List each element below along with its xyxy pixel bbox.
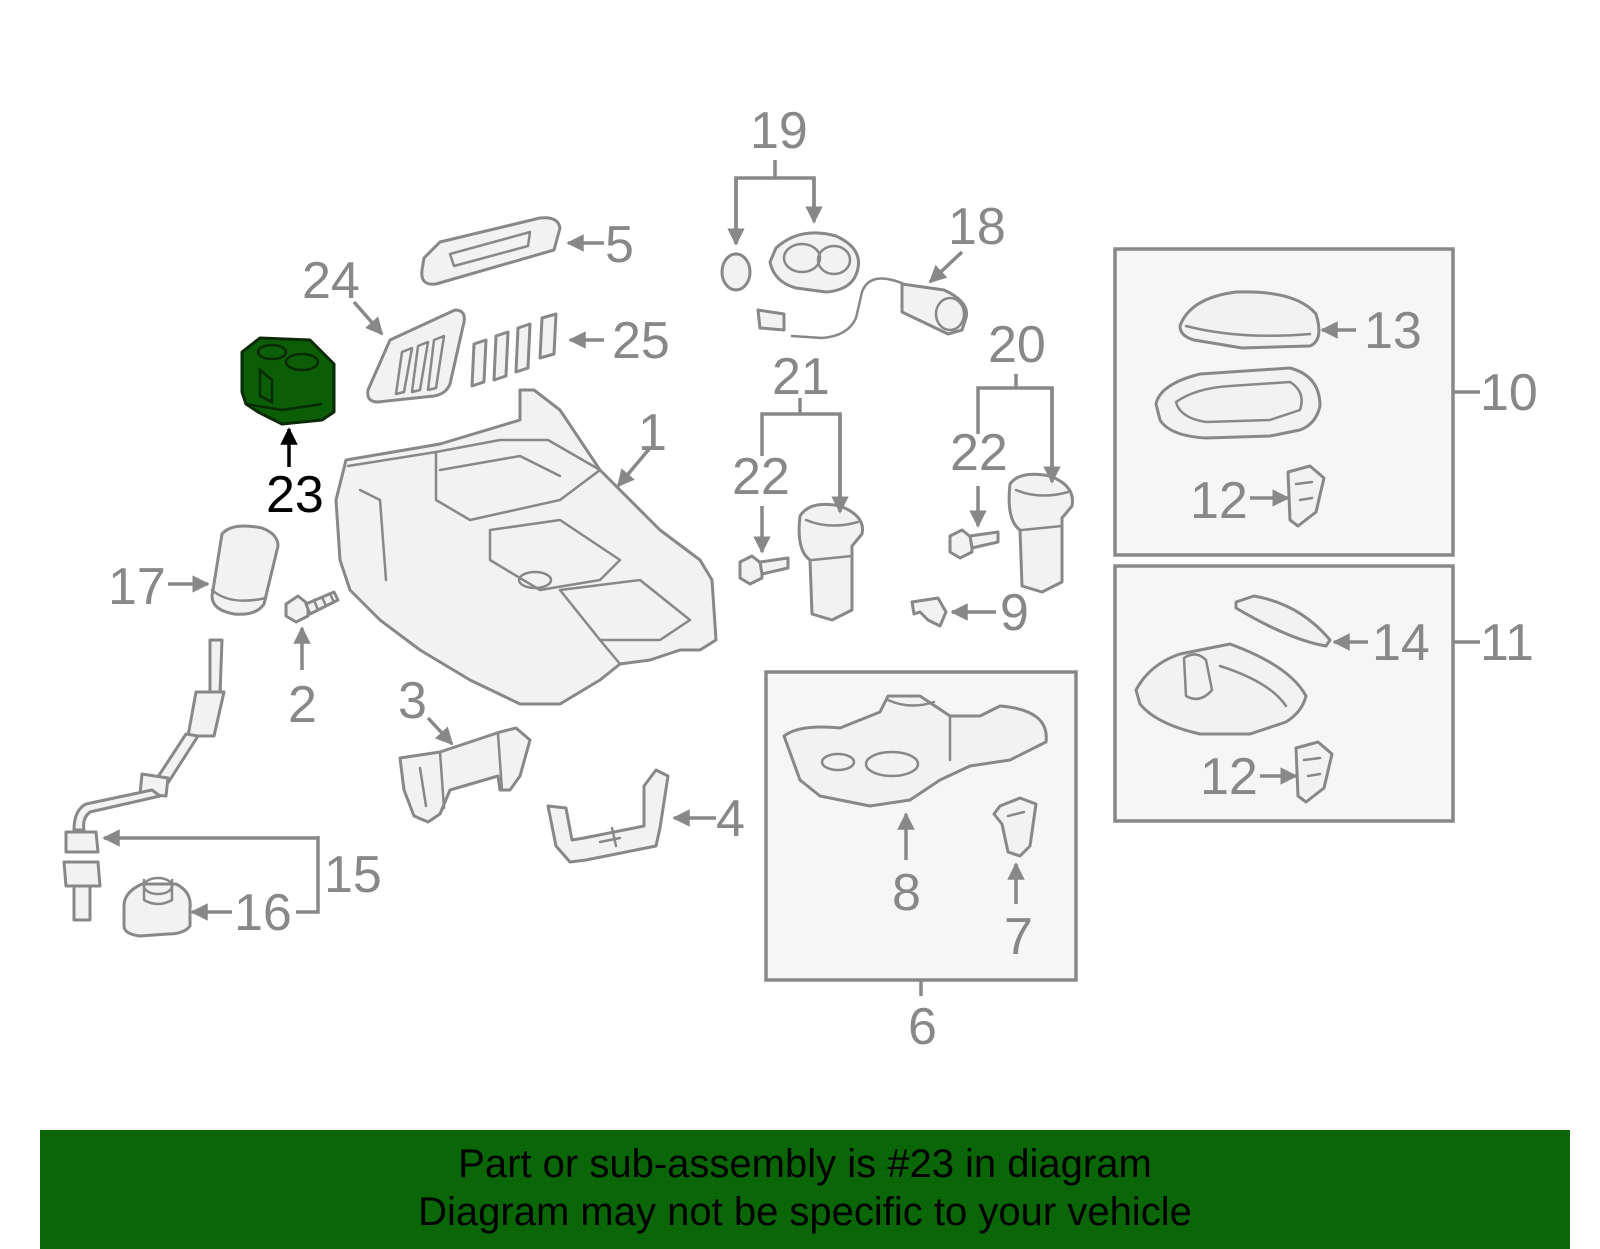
- part-13-cover: [1178, 290, 1321, 350]
- callout-9: 9: [1000, 584, 1029, 642]
- callout-3: 3: [398, 672, 427, 730]
- callout-8: 8: [892, 864, 921, 922]
- parts-diagram: 23 24 25 5 1 17: [62, 102, 1538, 1056]
- part-3-bracket: [398, 726, 532, 824]
- part-25-slats: [470, 312, 558, 388]
- part-19-housing: [720, 231, 861, 294]
- info-banner: Part or sub-assembly is #23 in diagram D…: [40, 1130, 1570, 1249]
- callout-18: 18: [948, 198, 1006, 256]
- callout-10: 10: [1480, 364, 1538, 422]
- callout-11: 11: [1480, 614, 1534, 672]
- part-24-vent: [366, 308, 466, 404]
- callout-20: 20: [988, 316, 1046, 374]
- part-12b-clip: [1294, 740, 1334, 804]
- part-16-bushing: [122, 876, 192, 938]
- callout-23: 23: [266, 466, 324, 524]
- part-23-cup-holder[interactable]: [240, 336, 336, 426]
- callout-25: 25: [612, 312, 670, 370]
- part-21-switch: [797, 502, 865, 622]
- banner-line-2: Diagram may not be specific to your vehi…: [418, 1190, 1192, 1234]
- callout-12b: 12: [1200, 748, 1258, 806]
- part-10-bezel: [1154, 366, 1322, 440]
- part-18-lighter: [756, 277, 969, 340]
- callout-13: 13: [1364, 302, 1422, 360]
- part-15-shift-lever: [62, 638, 226, 922]
- part-12a-clip: [1286, 464, 1326, 528]
- banner-line-1: Part or sub-assembly is #23 in diagram: [458, 1142, 1152, 1186]
- part-5-trim: [420, 216, 562, 286]
- part-11-shift-panel: [1134, 642, 1308, 736]
- callout-22a: 22: [732, 448, 790, 506]
- callout-2: 2: [288, 676, 317, 734]
- callout-15: 15: [324, 846, 382, 904]
- callout-5: 5: [605, 216, 634, 274]
- part-14-trim: [1234, 594, 1332, 648]
- part-7-bracket: [992, 796, 1038, 858]
- part-20-switch: [1007, 472, 1075, 594]
- callout-1: 1: [638, 404, 667, 462]
- callout-19: 19: [750, 102, 808, 160]
- part-8-cup-tray: [782, 694, 1048, 808]
- part-1-console: [334, 388, 718, 706]
- part-2-bolt: [284, 590, 340, 624]
- part-22a-screw: [738, 554, 790, 586]
- callout-16: 16: [234, 884, 292, 942]
- callout-7: 7: [1004, 908, 1033, 966]
- callout-22b: 22: [950, 424, 1008, 482]
- callout-4: 4: [716, 790, 745, 848]
- callout-24: 24: [302, 252, 360, 310]
- callout-6: 6: [908, 998, 937, 1056]
- callout-21: 21: [772, 348, 830, 406]
- callout-14: 14: [1372, 614, 1430, 672]
- part-17-knob: [210, 524, 280, 616]
- part-4-bracket: [546, 768, 670, 864]
- callout-12a: 12: [1190, 472, 1248, 530]
- part-22b-screw: [948, 528, 1000, 560]
- callout-17: 17: [108, 558, 166, 616]
- part-9-clip: [910, 596, 948, 628]
